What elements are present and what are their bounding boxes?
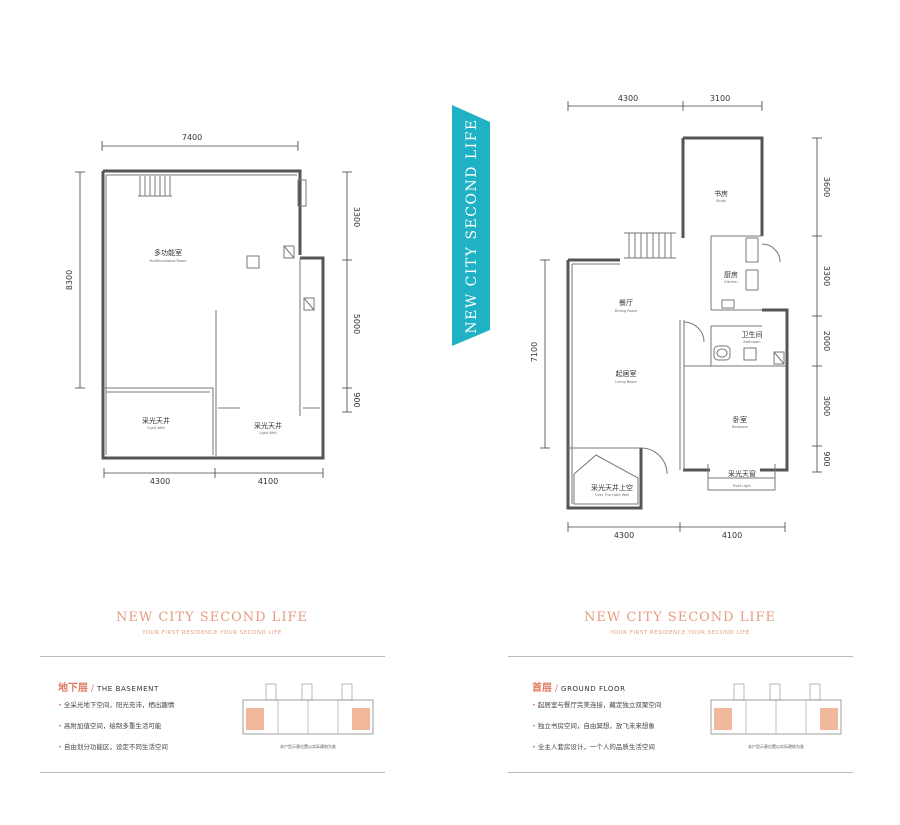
room-lightwell-over: 采光天井上空 — [591, 483, 633, 492]
dim-ground-right-5: 900 — [822, 451, 831, 466]
right-title-en: GROUND FLOOR — [561, 685, 626, 693]
list-item: 起居室与餐厅完美连接，藏定独立双聚空间 — [532, 700, 662, 721]
room-bathroom: 卫生间 — [742, 330, 763, 339]
room-roof-light: 采光天窗 — [728, 469, 756, 478]
left-thumbnail-plan — [242, 683, 374, 735]
right-thumbnail-caption: 本户型示意位置以实际建筑为准 — [748, 744, 804, 749]
dim-basement-right-3: 900 — [352, 392, 361, 407]
dim-basement-bottom-1: 4300 — [150, 477, 170, 486]
dim-basement-bottom-2: 4100 — [258, 477, 278, 486]
room-bedroom: 卧室 — [733, 415, 747, 424]
room-lightwell-right: 采光天井 — [254, 421, 282, 430]
list-item: 全主人套房设计，一个人的品质生活空间 — [532, 742, 661, 763]
right-divider-bottom — [508, 772, 853, 773]
dim-ground-right-4: 3000 — [822, 396, 831, 416]
right-slogan: NEW CITY SECOND LIFE — [583, 610, 777, 625]
dim-ground-left: 7100 — [530, 342, 539, 362]
left-divider-bottom — [40, 772, 385, 773]
room-dining-en: Dining Room — [615, 309, 638, 313]
list-item: 自由划分功能区，设定不同生活空间 — [58, 742, 174, 763]
room-multifunctional-en: Multifunctional Room — [149, 259, 187, 263]
dim-ground-top-2: 3100 — [710, 94, 730, 103]
left-title-cn: 地下层 — [58, 683, 88, 694]
right-sub-slogan: YOUR FIRST RESIDENCE YOUR SECOND LIFE — [610, 630, 750, 636]
ground-stairs — [624, 232, 676, 259]
room-roof-light-en: Roof Light — [733, 484, 751, 488]
stairs — [138, 176, 172, 197]
left-section-title: 地下层/THE BASEMENT — [58, 679, 159, 694]
list-item: 全采光地下空间，阳光充沛，栖出趣情 — [58, 700, 175, 721]
dim-basement-top: 7400 — [182, 133, 202, 142]
dim-ground-bottom-2: 4100 — [722, 531, 742, 540]
right-divider-top — [508, 656, 853, 657]
right-title-sep: / — [555, 684, 559, 694]
dim-basement-right-2: 5000 — [352, 314, 361, 334]
floor-plans: 7400 8300 3300 5000 900 4300 4100 — [65, 94, 831, 540]
room-lightwell-right-en: Light Well — [259, 431, 276, 435]
left-slogan: NEW CITY SECOND LIFE — [115, 610, 309, 625]
basement-plan: 7400 8300 3300 5000 900 4300 4100 — [65, 133, 361, 486]
dim-basement-left: 8300 — [65, 270, 74, 290]
banner-text: NEW CITY SECOND LIFE — [464, 118, 480, 333]
room-dining: 餐厅 — [619, 298, 633, 307]
room-bedroom-en: Bedroom — [732, 425, 748, 429]
dim-ground-right-2: 3300 — [822, 266, 831, 286]
room-study: 书房 — [714, 189, 728, 198]
room-multifunctional: 多功能室 — [154, 248, 182, 257]
dim-ground-right-3: 2000 — [822, 331, 831, 351]
right-thumbnail-plan — [710, 683, 842, 735]
room-bathroom-en: Bathroom — [743, 340, 761, 344]
room-living: 起居室 — [616, 369, 637, 378]
dim-ground-top-1: 4300 — [618, 94, 638, 103]
left-bullets: 全采光地下空间，阳光充沛，栖出趣情 高附加值空间，绘制多重生活可能 自由划分功能… — [58, 700, 175, 763]
list-item: 独立书房空间，自由冥想，放飞未来想象 — [532, 721, 661, 742]
room-kitchen: 厨房 — [724, 270, 738, 279]
room-lightwell-left-en: Light Well — [147, 426, 164, 430]
room-living-en: Living Room — [615, 380, 637, 384]
room-lightwell-left: 采光天井 — [142, 416, 170, 425]
dim-ground-bottom-1: 4300 — [614, 531, 634, 540]
left-sub-slogan: YOUR FIRST RESIDENCE YOUR SECOND LIFE — [142, 630, 282, 636]
room-study-en: Study — [716, 199, 726, 203]
right-bullets: 起居室与餐厅完美连接，藏定独立双聚空间 独立书房空间，自由冥想，放飞未来想象 全… — [532, 700, 662, 763]
right-title-cn: 首层 — [532, 683, 552, 694]
left-thumbnail-caption: 本户型示意位置以实际建筑为准 — [280, 744, 336, 749]
left-title-en: THE BASEMENT — [97, 685, 159, 693]
left-divider-top — [40, 656, 385, 657]
list-item: 高附加值空间，绘制多重生活可能 — [58, 721, 174, 742]
room-kitchen-en: Kitchen — [724, 280, 737, 284]
dim-basement-right-1: 3300 — [352, 207, 361, 227]
dim-ground-right-1: 3600 — [822, 177, 831, 197]
vertical-banner: NEW CITY SECOND LIFE — [452, 105, 490, 346]
room-lightwell-over-en: Over The Light Well — [595, 493, 629, 497]
ground-floor-plan: 4300 3100 7100 3600 3300 2000 3000 900 4… — [530, 94, 831, 540]
left-title-sep: / — [91, 684, 95, 694]
right-section-title: 首层/GROUND FLOOR — [532, 679, 626, 694]
